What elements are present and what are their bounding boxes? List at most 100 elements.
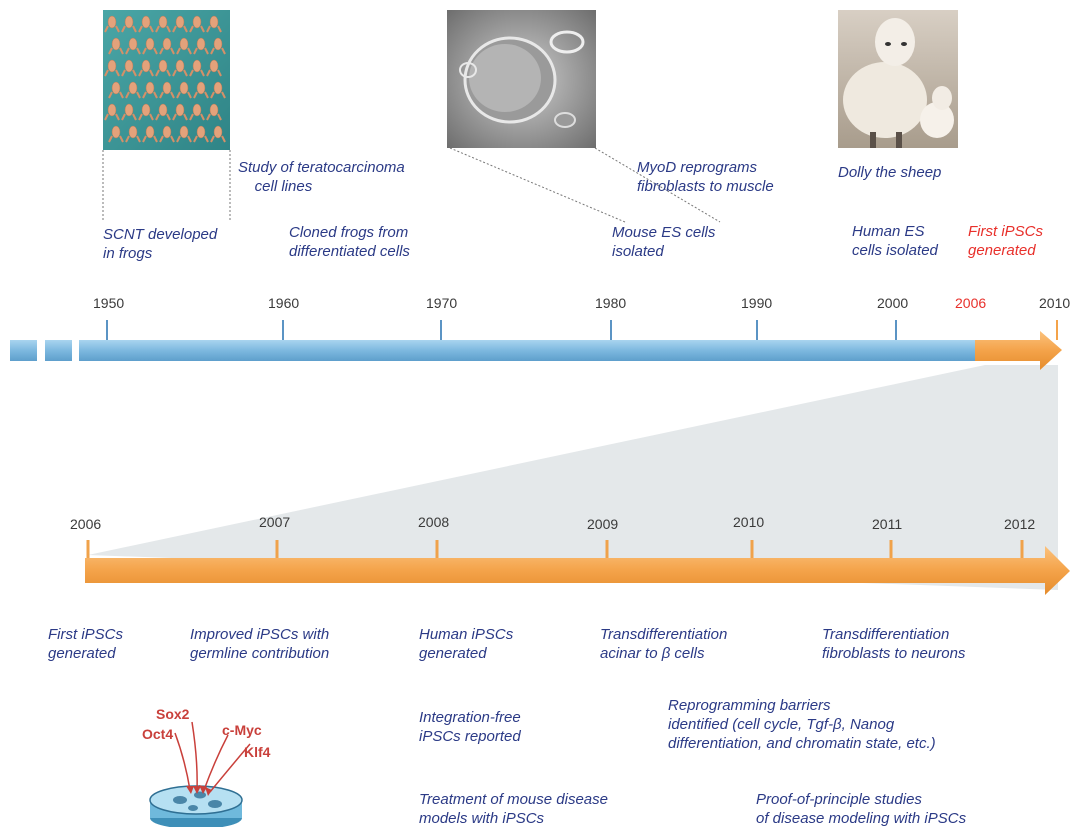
frog-leg <box>108 91 124 99</box>
event-integration-free: Integration-free iPSCs reported <box>419 709 521 745</box>
frog-shape <box>158 103 168 117</box>
frog-shape <box>196 81 206 95</box>
frog-leg <box>142 91 158 99</box>
event-trans-acinar: Transdifferentiation acinar to β cells <box>600 626 728 662</box>
event-proof-principle: Proof-of-principle studies of disease mo… <box>756 791 967 827</box>
year-1990: 1990 <box>741 295 773 311</box>
frog-leg <box>159 135 175 143</box>
frog-leg <box>155 69 171 77</box>
frog-shape <box>192 103 202 117</box>
event-teratocarcinoma: Study of teratocarcinoma cell lines <box>238 159 405 195</box>
frog-leg <box>193 91 209 99</box>
frog-shape <box>128 37 138 51</box>
year-1970: 1970 <box>426 295 458 311</box>
frog-leg <box>206 25 222 33</box>
frog-shape <box>196 37 206 51</box>
frog-leg <box>125 135 141 143</box>
frog-leg <box>193 47 209 55</box>
event-mouse-disease: Treatment of mouse disease models with i… <box>419 791 608 827</box>
orange-arrow-top <box>975 331 1062 370</box>
event-myod: MyoD reprograms fibroblasts to muscle <box>637 159 774 195</box>
blue-timeline-bar <box>79 340 982 361</box>
frog-shape <box>175 59 185 73</box>
event-scnt: SCNT developed in frogs <box>103 226 218 262</box>
frog-shape <box>162 125 172 139</box>
frog-shape <box>141 59 151 73</box>
frog-shape <box>179 37 189 51</box>
klf4-arrow <box>209 743 251 793</box>
event-human-es: Human ES cells isolated <box>852 223 938 259</box>
frog-shape <box>128 81 138 95</box>
frog-tadpoles-image <box>103 10 230 150</box>
frog-leg <box>121 69 137 77</box>
factor-klf4: Klf4 <box>244 744 271 760</box>
frog-shape <box>107 15 117 29</box>
year-2009: 2009 <box>587 516 619 532</box>
event-first-ipsc: First iPSCs generated <box>48 626 123 662</box>
year-2008: 2008 <box>418 514 450 530</box>
frog-shape <box>179 125 189 139</box>
year-1950: 1950 <box>93 295 125 311</box>
year-1980: 1980 <box>595 295 627 311</box>
frog-leg <box>108 47 124 55</box>
year-1960: 1960 <box>268 295 300 311</box>
year-2012: 2012 <box>1004 516 1036 532</box>
frog-shape <box>124 59 134 73</box>
frog-leg <box>121 25 137 33</box>
frog-leg <box>172 113 188 121</box>
frog-shape <box>162 37 172 51</box>
frog-leg <box>176 135 192 143</box>
frog-shape <box>107 59 117 73</box>
frog-shape <box>111 125 121 139</box>
frog-shape <box>196 125 206 139</box>
year-2011: 2011 <box>872 516 903 532</box>
frog-shape <box>213 81 223 95</box>
factor-oct4: Oct4 <box>142 726 174 742</box>
frog-leg <box>210 135 226 143</box>
frog-leg <box>155 25 171 33</box>
event-first-ipsc-top: First iPSCs generated <box>968 223 1043 259</box>
frog-shape <box>128 125 138 139</box>
year-2010-bottom: 2010 <box>733 514 765 530</box>
frog-leg <box>138 25 154 33</box>
year-2006: 2006 <box>70 516 102 532</box>
frog-leg <box>142 47 158 55</box>
expansion-wedge <box>88 365 1058 590</box>
event-trans-fibro: Transdifferentiation fibroblasts to neur… <box>822 626 966 662</box>
frog-leg <box>121 113 137 121</box>
year-2007: 2007 <box>259 514 291 530</box>
frog-leg <box>176 47 192 55</box>
sox2-arrow <box>191 721 198 791</box>
frog-shape <box>213 125 223 139</box>
year-2000: 2000 <box>877 295 909 311</box>
frog-shape <box>111 37 121 51</box>
es-cell-colony-image <box>447 10 596 148</box>
factor-sox2: Sox2 <box>156 706 190 722</box>
frog-shape <box>162 81 172 95</box>
frog-leg <box>176 91 192 99</box>
frog-shape <box>111 81 121 95</box>
frog-shape <box>158 15 168 29</box>
frog-leg <box>159 47 175 55</box>
timeline-break-segment <box>45 340 72 361</box>
frog-leg <box>210 47 226 55</box>
frog-leg <box>159 91 175 99</box>
frog-shape <box>209 103 219 117</box>
frog-shape <box>145 125 155 139</box>
frog-shape <box>158 59 168 73</box>
frog-leg <box>189 25 205 33</box>
frog-shape <box>213 37 223 51</box>
frog-leg <box>125 47 141 55</box>
frog-shape <box>209 15 219 29</box>
frog-shape <box>141 15 151 29</box>
frog-shape <box>141 103 151 117</box>
frog-shape <box>124 103 134 117</box>
frog-leg <box>142 135 158 143</box>
frog-leg <box>206 69 222 77</box>
event-human-ipsc: Human iPSCs generated <box>419 626 514 662</box>
orange-timeline-bar <box>85 546 1070 595</box>
frog-shape <box>145 37 155 51</box>
year-2010: 2010 <box>1039 295 1071 311</box>
frog-shape <box>209 59 219 73</box>
